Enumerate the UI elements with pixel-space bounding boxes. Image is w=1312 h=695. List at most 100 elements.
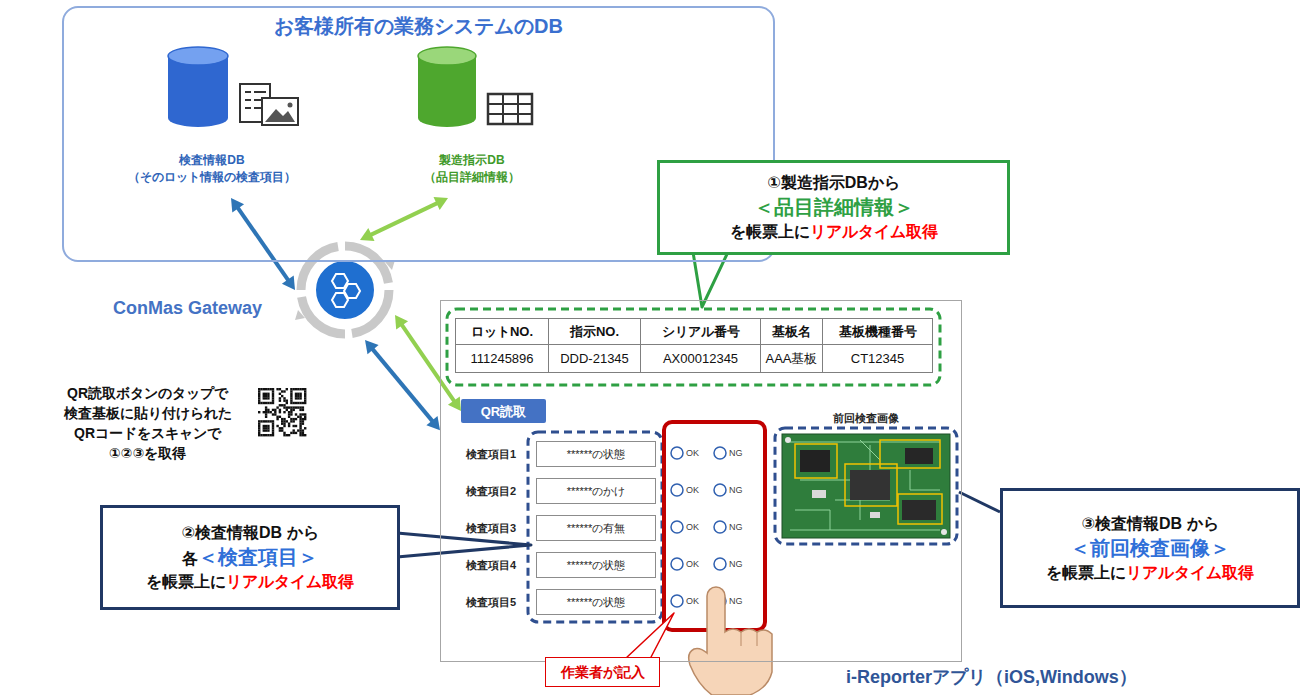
qr-module (283, 411, 285, 413)
text-line: ②検査情報DB から (181, 522, 318, 544)
highlight-outline (528, 432, 662, 622)
qr-module (281, 390, 283, 392)
qr-module (283, 404, 285, 406)
table-header: ロットNO. (455, 318, 549, 345)
qr-module (263, 388, 265, 390)
connector-line (368, 202, 440, 236)
qr-module (258, 395, 260, 397)
qr-module (281, 423, 283, 425)
pcb-chip (800, 450, 830, 472)
node-text: 前回検査画像 (773, 411, 959, 425)
node-text: 製造指示DB （品目詳細情報） (417, 152, 527, 186)
qr-module (290, 409, 292, 411)
qr-module (263, 402, 265, 404)
qr-module (279, 411, 281, 413)
qr-module (304, 388, 306, 390)
qr-module (299, 418, 301, 420)
qr-module (286, 406, 288, 408)
node-text: 検査項目2 (466, 478, 516, 504)
qr-module (276, 418, 278, 420)
qr-module (260, 420, 262, 422)
qr-module (272, 390, 274, 392)
qr-module (258, 402, 260, 404)
qr-module (272, 395, 274, 397)
qr-module (302, 423, 304, 425)
qr-module (299, 416, 301, 418)
qr-module (258, 411, 260, 413)
arrow-head (448, 397, 461, 412)
qr-module (304, 434, 306, 436)
gateway-hub: ConMas Gateway (295, 240, 395, 340)
text-line: QR読取 (481, 400, 527, 422)
qr-module (258, 434, 260, 436)
qr-module (265, 429, 267, 431)
qr-module (288, 411, 290, 413)
connector-line (959, 492, 1000, 512)
qr-module (265, 427, 267, 429)
qr-module (299, 388, 301, 390)
connector (231, 198, 295, 290)
inspection-item: 検査項目2******のかけ (466, 478, 658, 504)
pcb-board (782, 434, 950, 538)
arrow-head (360, 228, 375, 241)
note-box: 作業者が記入 (545, 657, 660, 687)
qr-module (279, 397, 281, 399)
pcb-component (812, 490, 826, 498)
qr-module (290, 411, 292, 413)
qr-module (263, 434, 265, 436)
qr-module (299, 395, 301, 397)
qr-module (270, 402, 272, 404)
qr-module (290, 406, 292, 408)
qr-module (263, 411, 265, 413)
table-cell: 111245896 (455, 344, 549, 373)
qr-module (276, 425, 278, 427)
qr-module (265, 420, 267, 422)
hand-finger-line (741, 632, 757, 646)
node-text: リアルタイム取得 (810, 223, 938, 240)
qr-module (293, 418, 295, 420)
qr-module (290, 395, 292, 397)
pcb-chip (902, 500, 936, 520)
text-line: を帳票上にリアルタイム取得 (730, 221, 938, 243)
qr-module (290, 393, 292, 395)
qr-module (279, 388, 281, 390)
qr-module (281, 427, 283, 429)
qr-module (283, 434, 285, 436)
qr-module (283, 423, 285, 425)
qr-module (267, 395, 269, 397)
qr-module (304, 413, 306, 415)
qr-module (297, 395, 299, 397)
arrow-head (282, 276, 295, 291)
text-line: ③検査情報DB から (1081, 513, 1218, 535)
qr-module (265, 425, 267, 427)
qr-module (297, 406, 299, 408)
qr-module (293, 388, 295, 390)
image-icon-sun (288, 103, 293, 108)
qr-module (302, 434, 304, 436)
node-text: リアルタイム取得 (1126, 564, 1254, 581)
node-text: ******の状態 (536, 589, 656, 615)
table-cell: AAA基板 (760, 344, 823, 373)
qr-module (302, 402, 304, 404)
qr-module (295, 425, 297, 427)
qr-module (302, 388, 304, 390)
qr-module (274, 413, 276, 415)
qr-button: QR読取 (461, 399, 546, 423)
pcb-hole (941, 529, 947, 535)
qr-module (290, 432, 292, 434)
highlight-outline (775, 428, 957, 544)
node-text: i-Reporterアプリ（iOS,Windows） (846, 666, 1137, 688)
qr-module (290, 397, 292, 399)
table-icon-grid (488, 94, 532, 124)
radio-option: NG (729, 447, 743, 459)
radio-option: OK (686, 484, 699, 496)
node-text: ③検査情報DB から (1081, 515, 1218, 532)
qr-module (272, 413, 274, 415)
qr-module (258, 427, 260, 429)
qr-module (302, 406, 304, 408)
qr-module (295, 432, 297, 434)
text-line: を帳票上にリアルタイム取得 (146, 571, 354, 593)
radio-button (671, 447, 683, 459)
qr-module (265, 397, 267, 399)
radio-option: NG (729, 558, 743, 570)
